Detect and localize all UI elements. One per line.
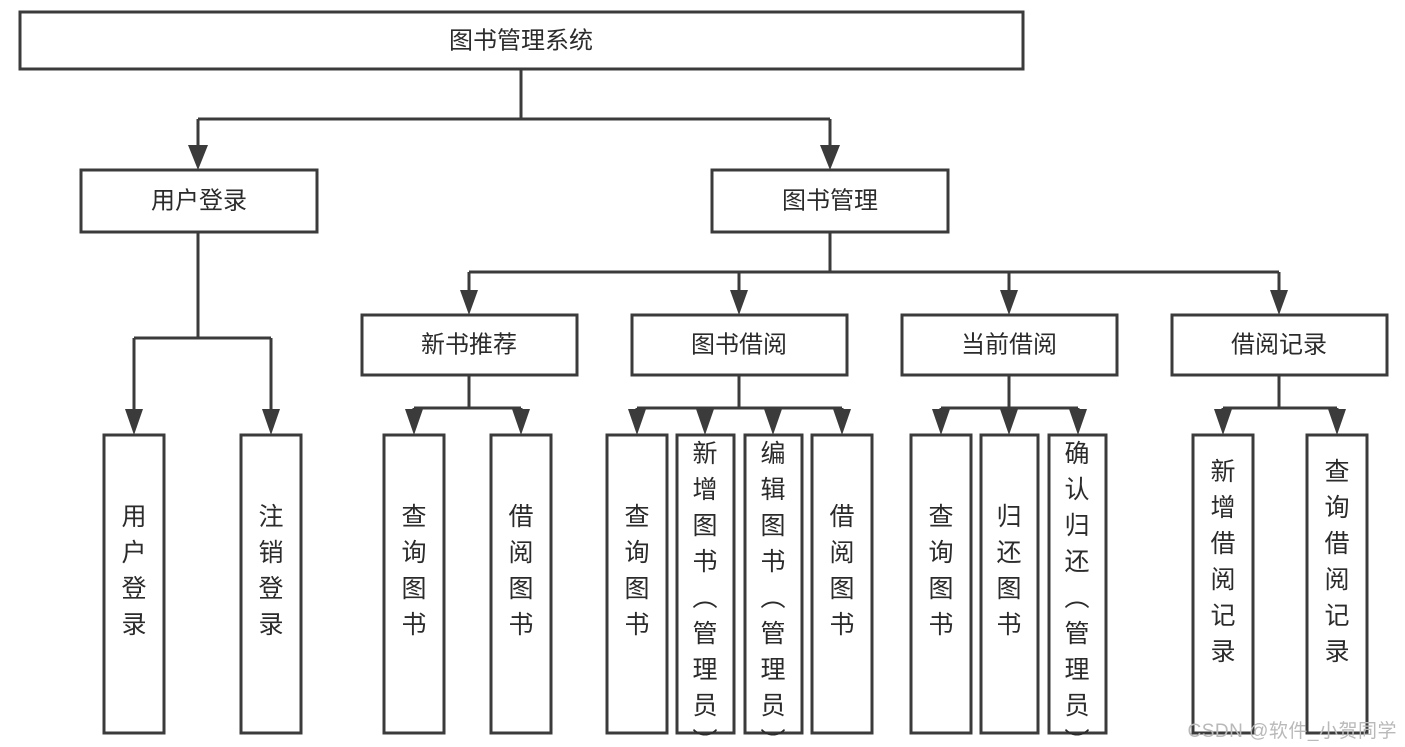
arrow-head-leaf-return-book	[1000, 409, 1018, 435]
node-leaf-return-book-label: 归还图书	[996, 503, 1021, 639]
node-new-book-recommend-label: 新书推荐	[421, 331, 517, 358]
node-borrow-record-label: 借阅记录	[1231, 331, 1327, 358]
node-leaf-query-book-3[interactable]: 查询图书	[909, 433, 973, 735]
node-current-borrow-label: 当前借阅	[961, 331, 1057, 358]
arrow-head-leaf-borrow-book-1	[512, 409, 530, 435]
arrow-head-leaf-query-book-1	[405, 409, 423, 435]
leaf-node-group: 用户登录 注销登录 查询图书 借阅图书 查询图书 新增图书︵管理员︶ 编辑图书︵…	[102, 433, 1369, 747]
arrow-head-book-borrow	[730, 290, 748, 315]
node-leaf-edit-book[interactable]: 编辑图书︵管理员︶	[743, 433, 804, 747]
arrow-head-leaf-query-book-2	[628, 409, 646, 435]
node-leaf-query-record[interactable]: 查询借阅记录	[1305, 433, 1369, 735]
node-root[interactable]: 图书管理系统	[18, 10, 1025, 71]
node-leaf-return-book[interactable]: 归还图书	[979, 433, 1040, 735]
node-leaf-logout[interactable]: 注销登录	[239, 433, 303, 735]
node-leaf-add-book-label: 新增图书︵管理员︶	[692, 440, 717, 747]
node-new-book-recommend[interactable]: 新书推荐	[360, 313, 579, 377]
node-leaf-borrow-book-1[interactable]: 借阅图书	[489, 433, 553, 735]
node-leaf-add-record-label: 新增借阅记录	[1210, 458, 1235, 666]
arrow-head-leaf-query-book-3	[932, 409, 950, 435]
node-leaf-query-record-label: 查询借阅记录	[1324, 458, 1349, 666]
arrow-head-leaf-edit-book	[764, 409, 782, 435]
node-leaf-query-book-2-label: 查询图书	[624, 503, 649, 639]
node-leaf-confirm-return-label: 确认归还︵管理员︶	[1064, 440, 1089, 747]
arrow-head-leaf-add-record	[1214, 409, 1232, 435]
arrow-head-book-management	[820, 145, 840, 170]
node-leaf-query-book-1-label: 查询图书	[401, 503, 426, 639]
node-leaf-add-book[interactable]: 新增图书︵管理员︶	[675, 433, 736, 747]
node-leaf-edit-book-label: 编辑图书︵管理员︶	[760, 440, 785, 747]
arrow-head-current-borrow	[1000, 290, 1018, 315]
node-leaf-user-login-label: 用户登录	[121, 503, 146, 639]
node-leaf-add-record[interactable]: 新增借阅记录	[1191, 433, 1255, 735]
arrow-head-leaf-add-book	[696, 409, 714, 435]
arrow-head-leaf-confirm-return	[1069, 409, 1087, 435]
node-leaf-query-book-2[interactable]: 查询图书	[605, 433, 669, 735]
node-book-borrow[interactable]: 图书借阅	[630, 313, 849, 377]
node-book-management[interactable]: 图书管理	[710, 168, 950, 234]
node-leaf-user-login[interactable]: 用户登录	[102, 433, 166, 735]
arrow-head-leaf-logout	[262, 409, 280, 435]
node-leaf-logout-label: 注销登录	[258, 503, 283, 639]
node-leaf-confirm-return[interactable]: 确认归还︵管理员︶	[1047, 433, 1108, 747]
node-leaf-borrow-book-2[interactable]: 借阅图书	[810, 433, 874, 735]
connector-layer	[125, 69, 1346, 435]
node-leaf-query-book-3-label: 查询图书	[928, 503, 953, 639]
node-leaf-borrow-book-2-label: 借阅图书	[829, 503, 854, 639]
node-book-borrow-label: 图书借阅	[691, 331, 787, 358]
node-leaf-query-book-1[interactable]: 查询图书	[382, 433, 446, 735]
arrow-head-new-book-recommend	[460, 290, 478, 315]
node-user-login-label: 用户登录	[151, 187, 247, 214]
node-borrow-record[interactable]: 借阅记录	[1170, 313, 1389, 377]
node-book-management-label: 图书管理	[782, 187, 878, 214]
arrow-head-leaf-borrow-book-2	[833, 409, 851, 435]
node-current-borrow[interactable]: 当前借阅	[900, 313, 1119, 377]
arrow-head-leaf-user-login	[125, 409, 143, 435]
arrow-head-leaf-query-record	[1328, 409, 1346, 435]
arrow-head-user-login	[188, 145, 208, 170]
node-leaf-borrow-book-1-label: 借阅图书	[508, 503, 533, 639]
node-root-label: 图书管理系统	[449, 27, 593, 54]
arrow-head-borrow-record	[1270, 290, 1288, 315]
node-user-login[interactable]: 用户登录	[79, 168, 319, 234]
